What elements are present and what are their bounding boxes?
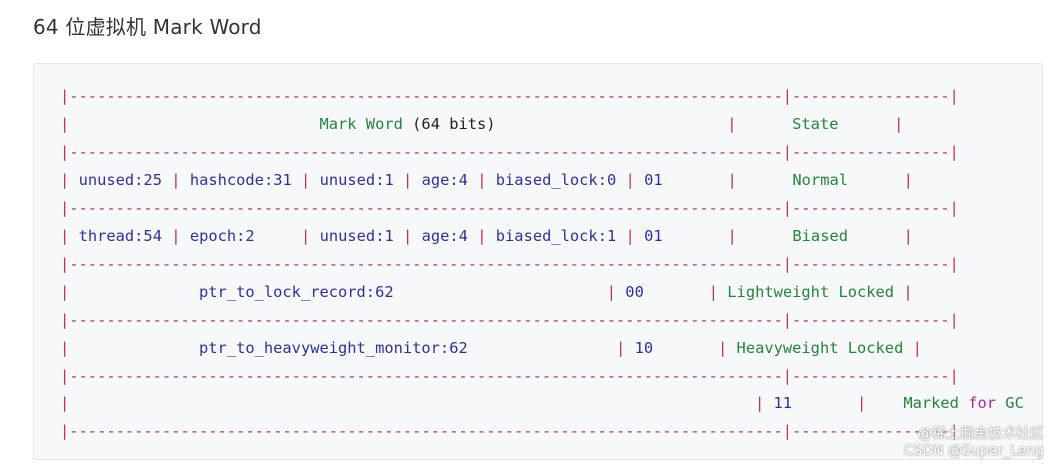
header-row: | Mark Word (64 bits) | State |	[60, 115, 904, 133]
watermark: @稀土掘金技术社区 CSDN @Super_Leng	[903, 426, 1044, 459]
row-heavyweight-locked: | ptr_to_heavyweight_monitor:62 | 10 | H…	[60, 339, 922, 357]
row-normal: | unused:25 | hashcode:31 | unused:1 | a…	[60, 171, 913, 189]
separator-line: |---------------------------------------…	[60, 311, 959, 329]
header-bit-count: 64	[421, 115, 440, 133]
row-marked-for-gc: | | 11 | Marked for GC |	[60, 394, 1024, 412]
code-block	[33, 63, 1043, 460]
page-title: 64 位虚拟机 Mark Word	[33, 15, 262, 39]
separator-line: |---------------------------------------…	[60, 87, 959, 105]
separator-line: |---------------------------------------…	[60, 422, 959, 440]
separator-line: |---------------------------------------…	[60, 255, 959, 273]
separator-line: |---------------------------------------…	[60, 367, 959, 385]
separator-line: |---------------------------------------…	[60, 143, 959, 161]
header-mark-word: Mark Word	[319, 115, 403, 133]
header-state: State	[792, 115, 839, 133]
separator-line: |---------------------------------------…	[60, 199, 959, 217]
row-biased: | thread:54 | epoch:2 | unused:1 | age:4…	[60, 227, 913, 245]
row-lightweight-locked: | ptr_to_lock_record:62 | 00 | Lightweig…	[60, 283, 913, 301]
